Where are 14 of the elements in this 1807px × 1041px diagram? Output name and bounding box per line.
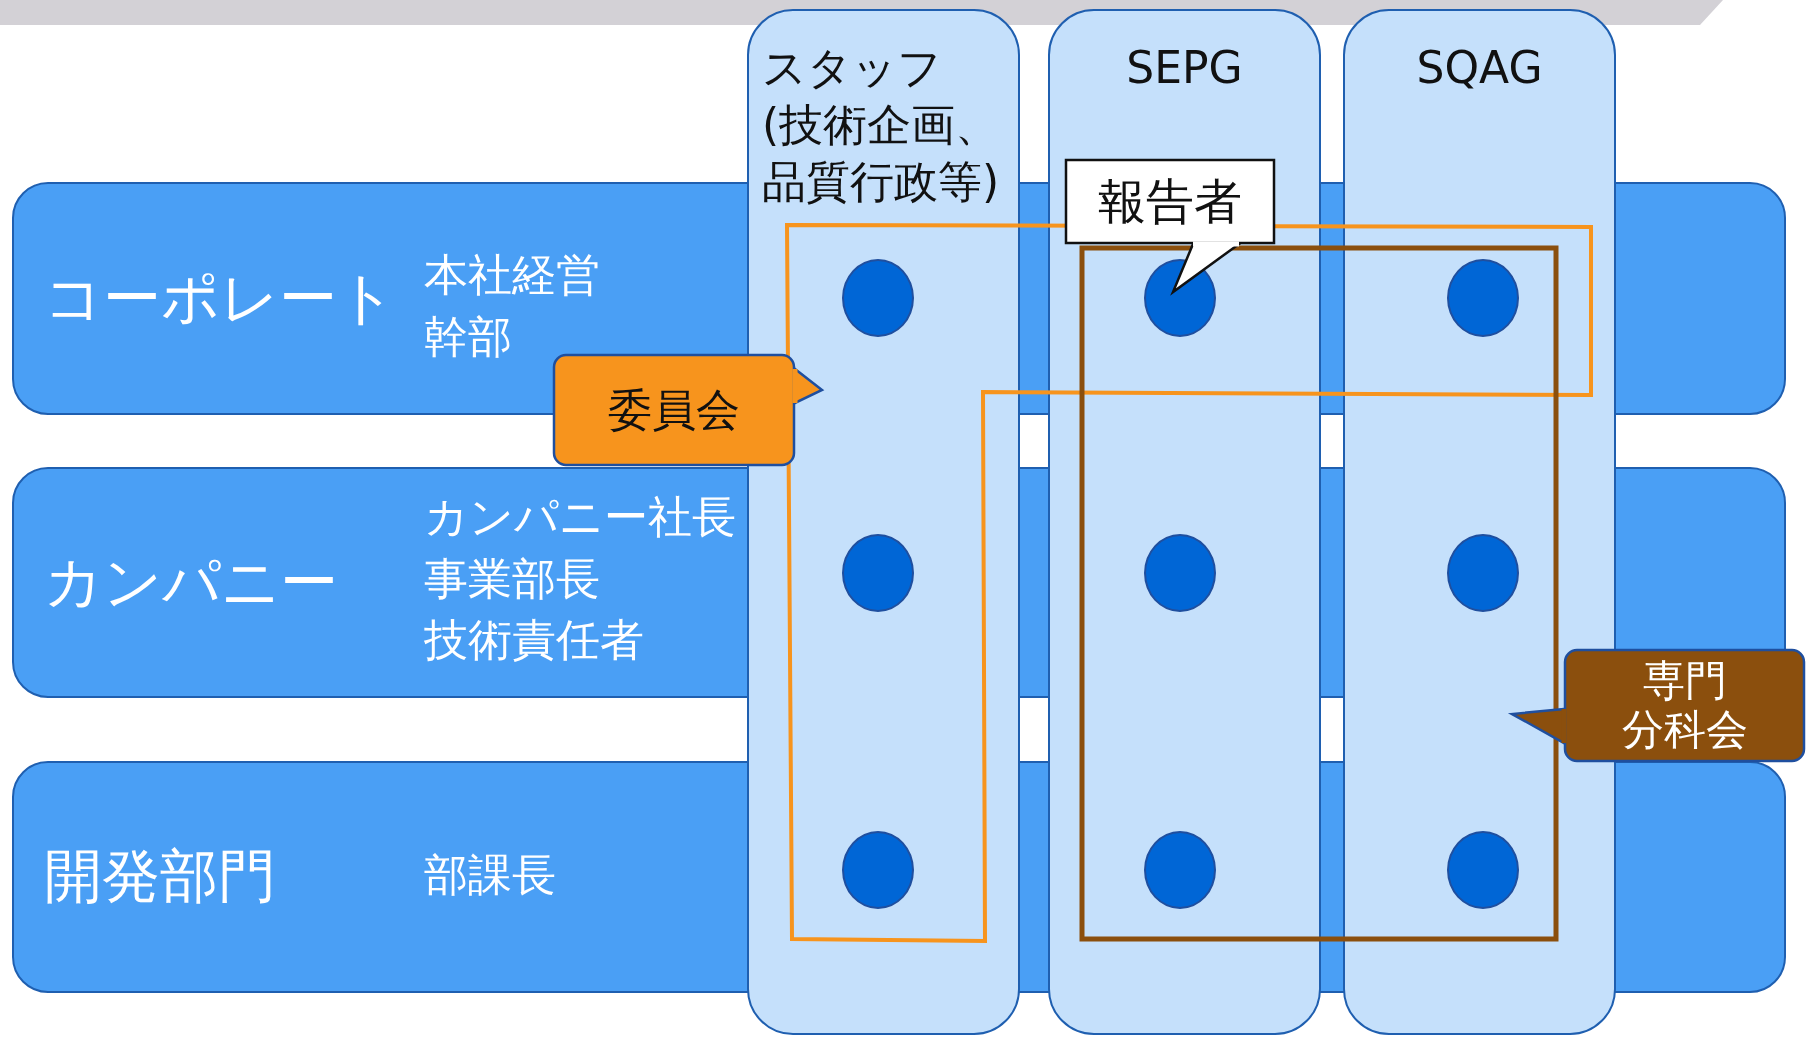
column-subtitle: (技術企画、品質行政等) xyxy=(762,98,1001,210)
column-title: SEPG xyxy=(1125,41,1244,95)
column-title: SQAG xyxy=(1415,41,1544,95)
row-title: カンパニー xyxy=(44,546,338,618)
column-title: スタッフ xyxy=(762,41,943,95)
column-band xyxy=(747,9,1020,1035)
column-band xyxy=(1343,9,1616,1035)
row-title: コーポレート xyxy=(44,262,396,334)
role-text: 事業部長 xyxy=(424,551,601,606)
role-text: 本社経営幹部 xyxy=(424,248,601,364)
role-text: カンパニー社長 xyxy=(424,490,737,544)
row-title: 開発部門 xyxy=(44,841,276,912)
role-text: 技術責任者 xyxy=(424,613,645,668)
role-text: 部課長 xyxy=(424,848,557,902)
